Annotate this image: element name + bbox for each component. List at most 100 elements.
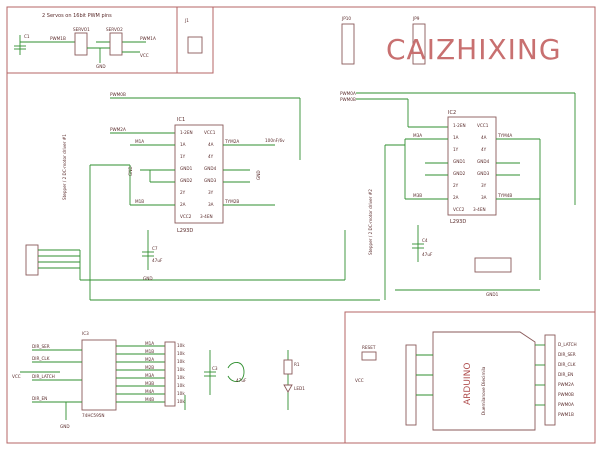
servo1-connector — [74, 32, 88, 56]
svg-text:DIR_SER: DIR_SER — [32, 344, 50, 349]
svg-text:M3A: M3A — [145, 373, 154, 378]
watermark-text: CAIZHIXING — [386, 33, 562, 66]
svg-text:3A: 3A — [481, 195, 487, 200]
svg-text:DIR_EN: DIR_EN — [32, 396, 47, 401]
driver1-cap-c7-value: 47uF — [152, 258, 163, 263]
svg-text:3Y: 3Y — [481, 183, 487, 188]
svg-text:1-2EN: 1-2EN — [180, 130, 193, 135]
cap-c3-value-curve — [227, 362, 245, 382]
ic1-part: L293D — [177, 228, 193, 234]
svg-text:2Y: 2Y — [180, 190, 186, 195]
svg-text:PWM0B: PWM0B — [558, 392, 574, 397]
svg-text:10k: 10k — [177, 383, 185, 388]
driver1-side-label: Stepper / 2 DC-motor driver #1 — [62, 134, 67, 200]
ic3-74hc595 — [81, 339, 117, 411]
jp9-label: JP9 — [412, 16, 420, 21]
svg-text:10k: 10k — [177, 343, 185, 348]
servo-gnd: GND — [96, 64, 106, 69]
svg-text:4A: 4A — [208, 142, 214, 147]
reset-switch — [361, 351, 377, 361]
ic1-gnd-left: GND — [128, 166, 133, 176]
svg-text:1Y: 1Y — [453, 147, 459, 152]
svg-text:10k: 10k — [177, 375, 185, 380]
svg-text:10k: 10k — [177, 367, 185, 372]
ic2-l293d — [447, 116, 497, 216]
jp9-connector — [412, 23, 426, 65]
arduino-title: ARDUINO — [463, 363, 473, 405]
cap-c3: C3 — [212, 366, 218, 371]
svg-text:1A: 1A — [453, 135, 459, 140]
svg-text:M2B: M2B — [145, 365, 154, 370]
ic2-pins-right: VCC1 4A 4Y GND4 GND3 3Y 3A 3-4EN — [473, 123, 490, 212]
svg-text:VCC2: VCC2 — [453, 207, 465, 212]
driver1-cap-c7: C7 — [152, 246, 158, 251]
svg-text:10k: 10k — [177, 391, 185, 396]
svg-text:4A: 4A — [481, 135, 487, 140]
net-tym4a: TYM4A — [497, 133, 512, 138]
ic3-ref: IC3 — [82, 331, 89, 336]
net-m3b: M3B — [413, 193, 422, 198]
j1-label: J1 — [184, 18, 189, 23]
ic3-outputs: M1A M1B M2A M2B M3A M3B M4A M4B — [116, 341, 165, 403]
svg-text:M4B: M4B — [145, 397, 154, 402]
svg-text:M1B: M1B — [145, 349, 154, 354]
ic2-pins-left: 1-2EN 1A 1Y GND1 GND2 2Y 2A VCC2 — [453, 123, 466, 212]
arduino-section-box — [344, 311, 596, 444]
svg-text:2Y: 2Y — [453, 183, 459, 188]
j1-box — [176, 6, 214, 74]
svg-text:GND3: GND3 — [477, 171, 490, 176]
svg-text:VCC1: VCC1 — [204, 130, 216, 135]
jp10-label: JP10 — [341, 16, 351, 21]
svg-text:4Y: 4Y — [481, 147, 487, 152]
svg-text:VCC2: VCC2 — [180, 214, 192, 219]
net-tym2a: TYM2A — [224, 139, 239, 144]
reset-label: RESET — [362, 345, 376, 350]
svg-text:DIR_SER: DIR_SER — [558, 352, 576, 357]
sheet-border — [6, 6, 596, 444]
svg-text:D_LATCH: D_LATCH — [558, 342, 577, 347]
svg-text:GND1: GND1 — [453, 159, 466, 164]
resistor-r1-label: R1 — [294, 362, 300, 367]
arduino-subtitle: Duemilanove Diecimila — [481, 366, 486, 415]
svg-text:10k: 10k — [177, 399, 185, 404]
net-tym4b: TYM4B — [497, 193, 512, 198]
ic3-net-labels: DIR_SER DIR_CLK DIR_LATCH DIR_EN — [32, 344, 55, 401]
svg-text:PWM0A: PWM0A — [558, 402, 574, 407]
servo2-label: SERVO2 — [106, 27, 123, 32]
svg-text:DIR_CLK: DIR_CLK — [32, 356, 50, 361]
ic3-part: 74HC595N — [82, 413, 105, 418]
arduino-vcc: VCC — [355, 378, 364, 383]
arduino-board — [432, 331, 536, 431]
ic3-gnd: GND — [60, 424, 70, 429]
ic3-vcc: VCC — [12, 374, 21, 379]
led1-diode — [283, 384, 293, 393]
net-pwm2a: PWM2A — [110, 127, 126, 132]
svg-text:10k: 10k — [177, 351, 185, 356]
driver2-cap-c4: C4 — [422, 238, 428, 243]
svg-text:VCC1: VCC1 — [477, 123, 489, 128]
net-pwm0b-2: PWM0B — [340, 97, 356, 102]
servo-section-title: 2 Servos on 16bit PWM pins — [42, 13, 112, 19]
ic1-cap-label: 100nF/6v — [265, 138, 285, 143]
svg-text:2A: 2A — [180, 202, 186, 207]
j1-connector — [187, 36, 203, 54]
svg-text:M2A: M2A — [145, 357, 154, 362]
svg-text:M4A: M4A — [145, 389, 154, 394]
svg-text:GND2: GND2 — [453, 171, 466, 176]
svg-text:10k: 10k — [177, 359, 185, 364]
svg-text:PWM2A: PWM2A — [558, 382, 574, 387]
svg-text:DIR_CLK: DIR_CLK — [558, 362, 576, 367]
driver2-side-label: Stepper / 2 DC-motor driver #2 — [368, 189, 373, 255]
arduino-digital-nets: D_LATCH DIR_SER DIR_CLK DIR_EN PWM2A PWM… — [558, 342, 577, 417]
driver1-cap-gnd: GND — [143, 276, 153, 281]
svg-text:1Y: 1Y — [180, 154, 186, 159]
net-tym2b: TYM2B — [224, 199, 239, 204]
ic1-gnd-right: GND — [256, 170, 261, 180]
driver2-gnd-label: GND1 — [486, 292, 499, 297]
servo-vcc: VCC — [140, 53, 149, 58]
net-m1a: M1A — [135, 139, 144, 144]
servo-cap-c1: C1 — [24, 34, 30, 39]
ic1-ref: IC1 — [177, 117, 185, 123]
svg-text:3A: 3A — [208, 202, 214, 207]
driver1-motor-header — [25, 244, 39, 276]
